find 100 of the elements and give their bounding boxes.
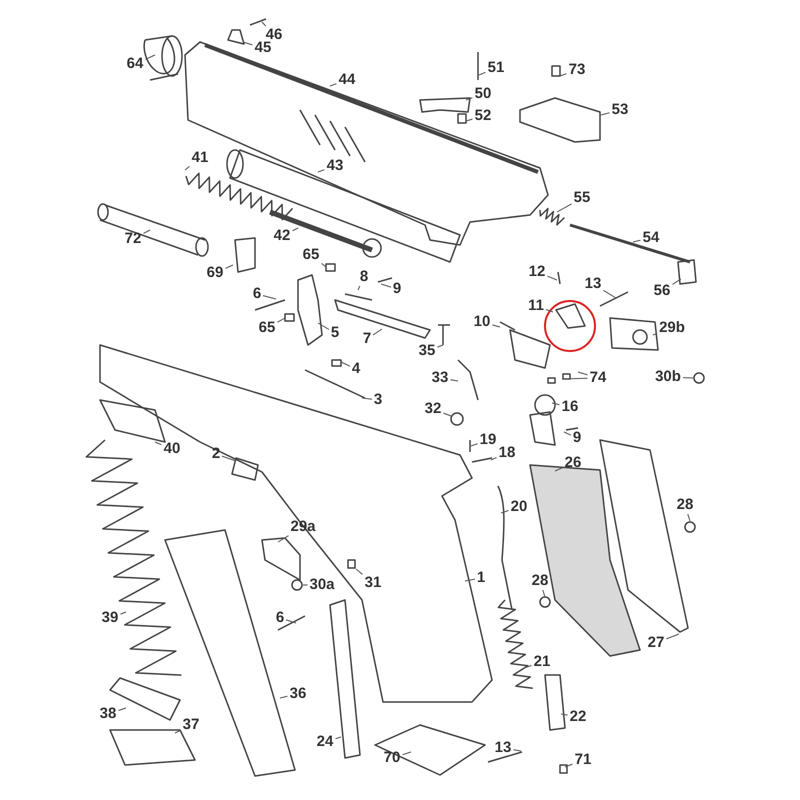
callout-number: 31 xyxy=(364,575,382,591)
leader-line xyxy=(402,752,412,756)
callout-number: 4 xyxy=(352,361,360,377)
callout-number: 21 xyxy=(534,654,550,670)
leader-line xyxy=(372,328,382,336)
leader-line xyxy=(603,290,616,298)
leader-line xyxy=(470,443,478,446)
leader-line xyxy=(564,432,572,436)
callout-number: 56 xyxy=(654,283,670,299)
leader-line xyxy=(666,634,680,640)
leader-line xyxy=(556,203,572,212)
callout-number: 16 xyxy=(562,399,578,415)
leader-line xyxy=(524,665,532,668)
callout-number: 12 xyxy=(528,264,546,280)
callout-number: 8 xyxy=(360,269,368,285)
leader-line xyxy=(437,344,444,348)
leader-line xyxy=(184,166,190,170)
callout-number: 53 xyxy=(612,102,628,118)
callout-number: 74 xyxy=(590,370,606,386)
callout-number: 51 xyxy=(488,60,504,76)
leader-line xyxy=(262,295,276,300)
leader-line xyxy=(554,467,563,472)
callout-number: 42 xyxy=(274,228,290,244)
callout-number: 18 xyxy=(498,445,516,461)
leader-line xyxy=(321,262,326,268)
leader-line xyxy=(672,278,682,285)
leader-line xyxy=(154,442,162,446)
callout-number: 3 xyxy=(374,392,382,408)
callout-number: 6 xyxy=(276,610,284,626)
leader-line xyxy=(330,83,337,86)
leader-line xyxy=(120,612,126,615)
leader-line xyxy=(466,97,473,100)
leader-line xyxy=(552,402,560,406)
callout-number: 35 xyxy=(418,343,436,359)
leader-line xyxy=(464,578,476,582)
leader-line xyxy=(564,764,573,768)
callout-number: 37 xyxy=(182,717,200,733)
leader-line xyxy=(546,309,554,312)
callout-number: 19 xyxy=(480,432,496,448)
leader-line xyxy=(560,714,568,716)
callout-number: 11 xyxy=(528,298,544,314)
callout-number: 28 xyxy=(676,497,694,513)
callout-number: 43 xyxy=(326,158,344,174)
leader-line xyxy=(600,112,610,116)
callout-number: 1 xyxy=(476,570,486,586)
callout-number: 20 xyxy=(510,499,528,515)
callout-number: 73 xyxy=(568,62,586,78)
leader-line xyxy=(318,322,330,330)
callout-number: 29b xyxy=(659,320,685,336)
callout-number: 9 xyxy=(392,281,402,297)
callout-number: 2 xyxy=(212,446,220,462)
callout-number: 9 xyxy=(572,430,582,446)
leader-line xyxy=(335,736,342,740)
callout-number: 55 xyxy=(574,190,590,206)
leader-line xyxy=(380,284,392,288)
leader-line xyxy=(222,456,236,462)
leader-line xyxy=(292,228,298,232)
callout-number: 36 xyxy=(290,686,306,702)
leader-line xyxy=(578,372,588,376)
leader-line xyxy=(513,749,522,752)
callout-number: 30a xyxy=(309,577,335,593)
leader-line xyxy=(143,230,150,234)
leader-line xyxy=(560,73,567,76)
leader-line xyxy=(492,324,500,328)
leader-line xyxy=(225,264,234,269)
callout-number: 27 xyxy=(648,635,664,651)
leader-line xyxy=(562,378,588,380)
leader-line xyxy=(542,590,546,598)
leader-line xyxy=(340,362,350,367)
leader-line xyxy=(262,22,266,26)
leader-line xyxy=(687,514,690,522)
callout-number: 5 xyxy=(330,325,340,341)
callout-number: 28 xyxy=(532,573,548,589)
callout-number: 7 xyxy=(362,331,372,347)
callout-number: 52 xyxy=(474,108,492,124)
leader-line xyxy=(450,379,458,382)
callout-number: 44 xyxy=(338,72,356,88)
callout-number: 39 xyxy=(102,610,118,626)
callout-number: 64 xyxy=(126,56,144,72)
callout-number: 38 xyxy=(100,706,116,722)
leader-line xyxy=(356,568,363,575)
leader-line xyxy=(500,510,509,514)
leader-line xyxy=(118,708,126,711)
leader-line xyxy=(145,54,156,60)
leader-line xyxy=(682,377,694,378)
callout-number: 54 xyxy=(642,230,660,246)
callout-number: 24 xyxy=(316,734,334,750)
callout-number: 26 xyxy=(564,455,582,471)
leader-line xyxy=(652,333,658,336)
leader-line xyxy=(362,398,372,400)
leader-line xyxy=(466,118,473,122)
callout-number: 40 xyxy=(164,441,180,457)
callout-number: 10 xyxy=(474,314,490,330)
callout-number: 30b xyxy=(655,369,681,385)
callout-number: 13 xyxy=(494,740,512,756)
callout-number: 65 xyxy=(302,247,320,263)
leader-line xyxy=(443,412,452,416)
callout-number: 65 xyxy=(258,320,276,336)
callout-number: 70 xyxy=(384,750,400,766)
leader-line xyxy=(358,286,360,290)
